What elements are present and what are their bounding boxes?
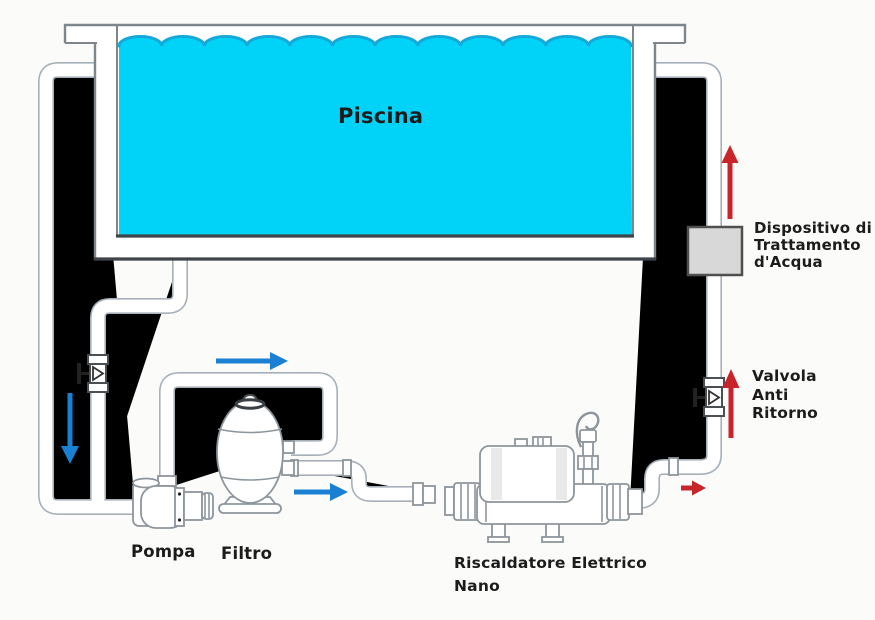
treatment-device-label: Dispositivo di Trattamento d'Acqua	[754, 219, 872, 271]
flow-arrows	[61, 145, 740, 501]
pool-label: Piscina	[338, 104, 424, 128]
red-arrow-right-icon	[681, 480, 706, 496]
water-surface	[117, 34, 633, 48]
pool-tank	[63, 23, 687, 261]
electric-heater	[444, 411, 643, 543]
treatment-device-box	[686, 225, 744, 277]
blue-arrow-right-bottom-icon	[294, 483, 348, 501]
red-arrow-up-treatment-icon	[721, 145, 739, 219]
blue-arrow-down-icon	[61, 393, 79, 464]
check-valve	[693, 377, 725, 417]
pump-label: Pompa	[131, 542, 196, 561]
heater-label: Riscaldatore Elettrico Nano	[454, 554, 648, 595]
pool-water	[119, 36, 632, 236]
red-arrow-up-valve-icon	[722, 369, 740, 438]
filter-label: Filtro	[221, 544, 273, 563]
sand-filter	[216, 393, 295, 514]
blue-arrow-right-top-icon	[216, 352, 288, 370]
drain-valve	[77, 354, 109, 393]
check-valve-label: Valvola Anti Ritorno	[752, 367, 819, 422]
pump	[132, 477, 214, 529]
